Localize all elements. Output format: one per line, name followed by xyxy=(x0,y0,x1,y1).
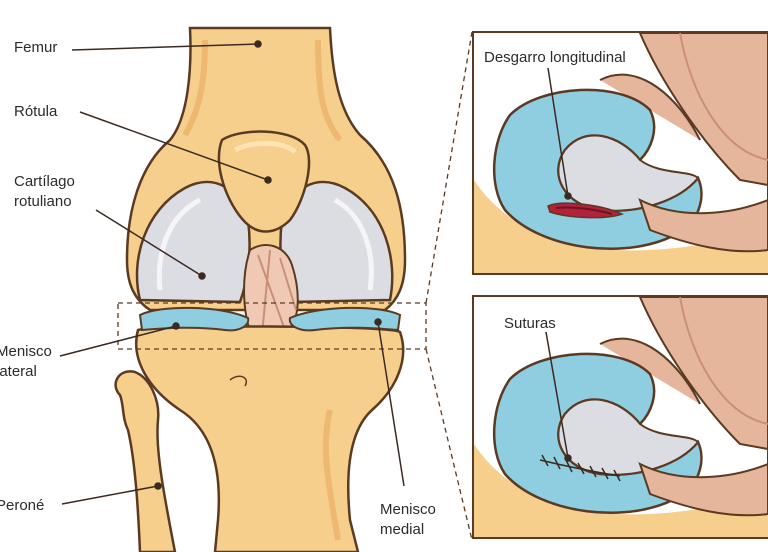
inset-tear xyxy=(473,32,768,274)
label-femur: Femur xyxy=(14,38,57,57)
label-perone: Peroné xyxy=(0,496,44,515)
label-suturas: Suturas xyxy=(504,314,556,333)
label-menisco-lateral-line2: lateral xyxy=(0,362,37,381)
label-cartilago-line1: Cartílago xyxy=(14,172,75,191)
label-menisco-lateral-line1: Menisco xyxy=(0,342,52,361)
label-cartilago-line2: rotuliano xyxy=(14,192,72,211)
tibia-bone xyxy=(136,326,403,552)
label-menisco-medial-line1: Menisco xyxy=(380,500,436,519)
label-menisco-medial-line2: medial xyxy=(380,520,424,539)
label-desgarro-longitudinal: Desgarro longitudinal xyxy=(484,48,626,67)
label-rotula: Rótula xyxy=(14,102,57,121)
